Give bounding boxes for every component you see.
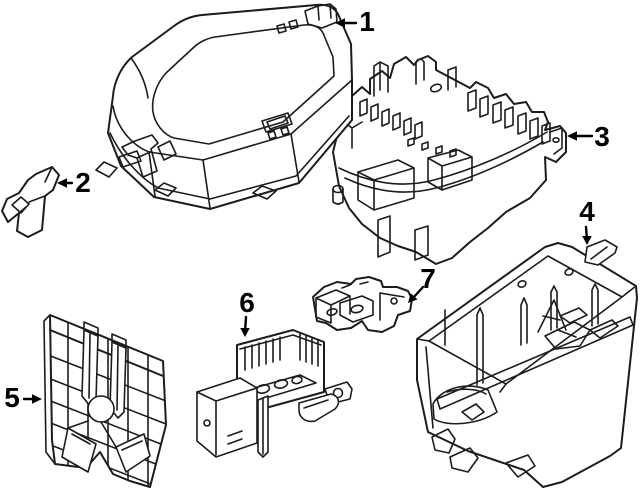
part-5-mounting-bracket-drawing [43,314,167,488]
callout-label-3[interactable]: 3 [594,121,610,152]
callout-label-7[interactable]: 7 [420,263,436,294]
part-7-connector-bracket-drawing [312,276,413,333]
callout-arrow-1 [335,18,358,28]
callout-arrow-5 [22,394,42,404]
part-2-retainer-clip-drawing [1,166,60,238]
part-4-lower-tray-drawing [416,239,638,488]
callout-label-1[interactable]: 1 [359,6,375,37]
callout-arrow-2 [57,178,74,188]
part-1-fuse-box-cover-drawing [95,3,353,210]
callout-arrow-6 [240,315,250,337]
callout-label-4[interactable]: 4 [579,196,595,227]
callout-label-6[interactable]: 6 [239,287,255,318]
part-3-upper-fuse-block-drawing [332,55,567,265]
callout-label-2[interactable]: 2 [75,167,91,198]
callout-arrow-3 [567,131,594,141]
callout-arrows [22,18,594,404]
callout-label-5[interactable]: 5 [4,382,20,413]
part-6-relay-block-drawing [196,329,353,458]
callout-arrow-4 [582,225,592,245]
callout-arrow-7 [408,285,425,303]
